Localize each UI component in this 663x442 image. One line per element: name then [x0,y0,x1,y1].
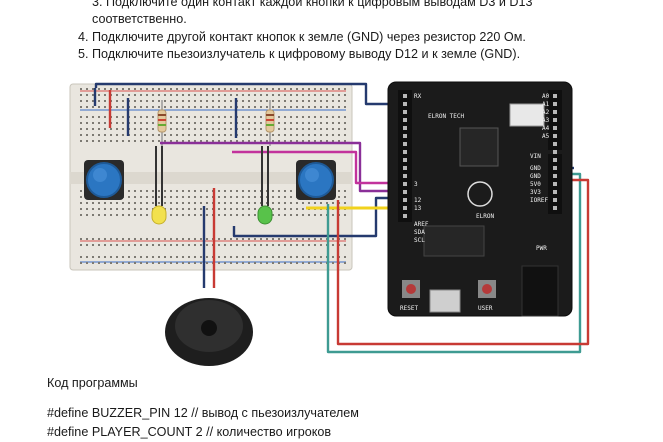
board-d13: 13 [414,205,422,212]
resistor-left [157,100,167,146]
led-yellow [151,146,167,225]
button-right [296,160,336,200]
board-vin: VIN [530,153,541,160]
wiring-diagram: ELRON TECH ELRON VIN GND GND 5V0 3V3 IOR… [69,81,590,366]
board-a5: A5 [542,133,550,140]
step-4: 4. Подключите другой контакт кнопок к зе… [78,30,526,44]
controller-board [387,81,573,317]
board-gnd-1: GND [530,165,541,172]
board-3v3: 3V3 [530,189,541,196]
board-aref: AREF [414,221,429,228]
board-reset: RESET [400,305,418,312]
wire-magenta [232,150,392,185]
board-a1: A1 [542,101,550,108]
code-block: #define BUZZER_PIN 12 // вывод с пьезоиз… [47,404,359,442]
step-3-line-2: соответственно. [92,12,187,26]
board-5v: 5V0 [530,181,541,188]
code-section-title: Код программы [47,376,138,390]
wire-blue-right [232,196,392,238]
board-a4: A4 [542,125,550,132]
board-pwr: PWR [536,245,547,252]
wire-teal [326,172,582,354]
wire-purple [160,141,392,193]
code-line-2: #define PLAYER_COUNT 2 // количество игр… [47,425,332,439]
breadboard [69,83,353,271]
board-brand-top: ELRON TECH [428,113,465,120]
step-3-line-1: 3. Подключите один контакт каждой кнопки… [92,0,533,9]
board-a0: A0 [542,93,550,100]
board-user: USER [478,305,493,312]
board-ioref: IOREF [530,197,548,204]
wire-dark-blue-top [94,82,392,106]
board-a2: A2 [542,109,550,116]
wire-dark-blue-mid [126,98,238,138]
instruction-steps: 3. Подключите один контакт каждой кнопки… [78,0,532,63]
board-gnd-2: GND [530,173,541,180]
led-green [257,146,273,225]
board-d12: 12 [414,197,422,204]
board-brand-mid: ELRON [476,213,494,220]
board-a3: A3 [542,117,550,124]
piezo-buzzer [165,298,253,366]
resistor-right [265,100,275,146]
board-sda: SDA [414,229,425,236]
board-d3: 3 [414,181,418,188]
code-line-1: #define BUZZER_PIN 12 // вывод с пьезоиз… [47,406,359,420]
board-scl: SCL [414,237,425,244]
step-5: 5. Подключите пьезоизлучатель к цифровом… [78,47,521,61]
board-rx: RX [414,93,422,100]
wire-red-right [336,178,590,346]
button-left [84,160,124,200]
